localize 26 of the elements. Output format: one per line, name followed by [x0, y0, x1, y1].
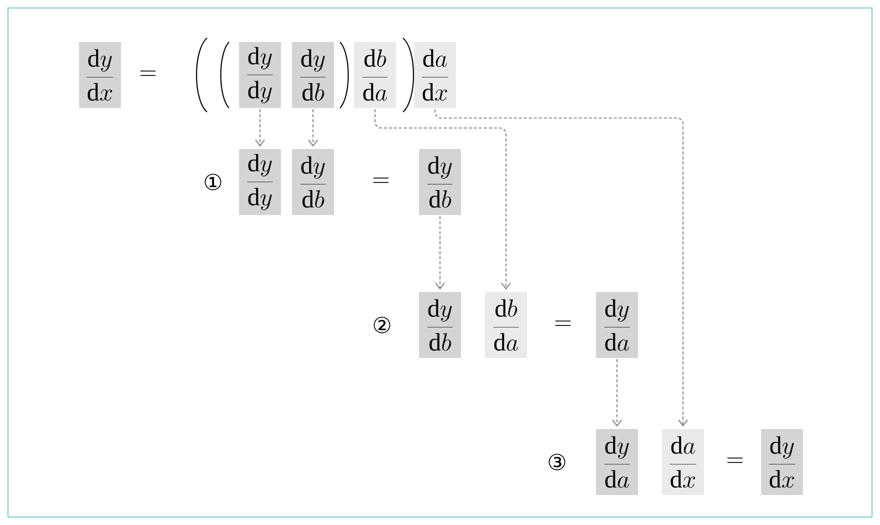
fraction-box: $\frac{\mathrm{d}y}{\mathrm{d}a}$: [596, 292, 638, 358]
equals-sign: $=$: [727, 458, 743, 463]
fraction-box: $\frac{\mathrm{d}y}{\mathrm{d}x}$: [79, 42, 121, 108]
equals-sign: $=$: [140, 70, 156, 76]
fraction-box: $\frac{\mathrm{d}y}{\mathrm{d}y}$: [239, 42, 281, 108]
fraction-box: $\frac{\mathrm{d}a}{\mathrm{d}x}$: [414, 42, 456, 108]
fraction-box: $\frac{\mathrm{d}b}{\mathrm{d}a}$: [354, 42, 396, 108]
equals-sign: $=$: [373, 178, 389, 183]
arrow: [308, 109, 318, 147]
arrow: [374, 109, 511, 290]
fraction-box: $\frac{\mathrm{d}a}{\mathrm{d}x}$: [662, 429, 704, 495]
fraction-box: $\frac{\mathrm{d}y}{\mathrm{d}x}$: [761, 429, 803, 495]
equals-sign: $=$: [555, 320, 571, 326]
arrow: [255, 109, 265, 147]
fraction-box: $\frac{\mathrm{d}y}{\mathrm{d}b}$: [419, 292, 461, 358]
fraction-box: $\frac{\mathrm{d}y}{\mathrm{d}b}$: [292, 149, 334, 215]
fraction-box: $\frac{\mathrm{d}y}{\mathrm{d}y}$: [239, 149, 281, 215]
arrow: [612, 359, 622, 427]
step-number: ②: [374, 316, 390, 334]
step-number: ③: [548, 454, 566, 470]
arrow: [434, 109, 688, 427]
fraction-box: $\frac{\mathrm{d}b}{\mathrm{d}a}$: [485, 292, 527, 358]
fraction-box: $\frac{\mathrm{d}y}{\mathrm{d}b}$: [292, 42, 334, 108]
fraction-box: $\frac{\mathrm{d}y}{\mathrm{d}a}$: [596, 429, 638, 495]
arrow: [435, 216, 445, 290]
fraction-box: $\frac{\mathrm{d}y}{\mathrm{d}b}$: [419, 149, 461, 215]
